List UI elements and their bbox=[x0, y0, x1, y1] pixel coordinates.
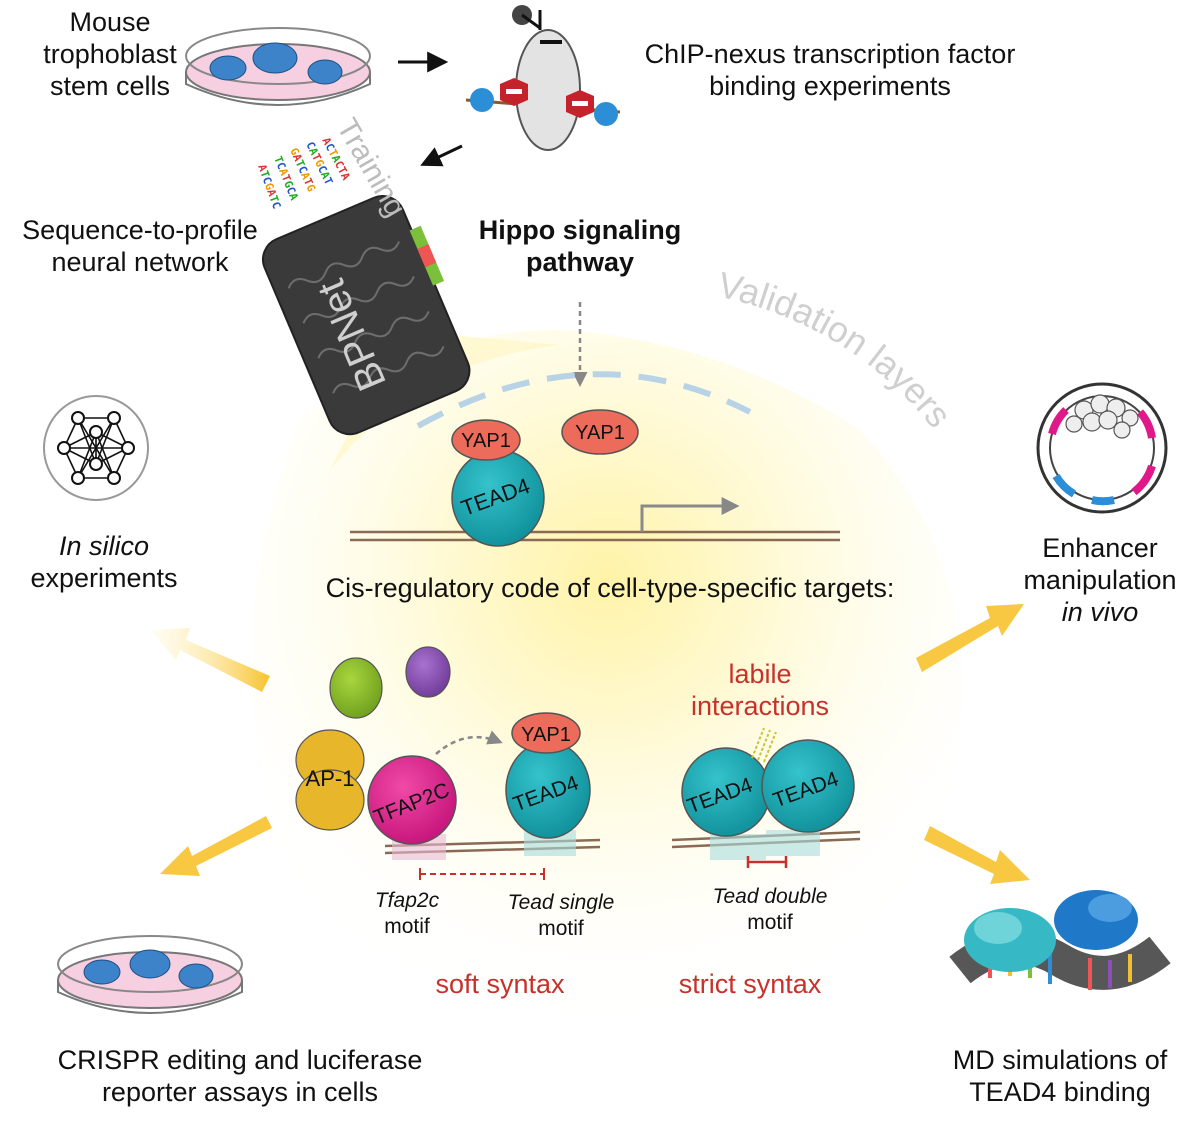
hippo-label: Hippo signaling pathway bbox=[478, 215, 682, 277]
insilico-italic: In silico bbox=[58, 531, 150, 561]
tead-double-italic: Tead double bbox=[712, 885, 828, 908]
yap1-bound bbox=[451, 419, 521, 461]
green-factor bbox=[329, 657, 383, 719]
yap1-soft-label: YAP1 bbox=[521, 724, 571, 746]
promoter-arrow bbox=[640, 497, 740, 532]
enhancer-label: Enhancer manipulation in vivo bbox=[1000, 532, 1200, 628]
tfap2c-motif-label: Tfap2c motif bbox=[352, 888, 462, 940]
bpnet-box bbox=[261, 195, 471, 436]
yap1-bound-label: YAP1 bbox=[461, 430, 511, 452]
sequence-fan: ATCGATC TCATGCA GATCATG CATGCAT ACTACTA bbox=[255, 135, 353, 210]
ap1-label: AP-1 bbox=[306, 766, 355, 791]
ap1-factor bbox=[295, 729, 365, 831]
network-label: Sequence-to-profile neural network bbox=[22, 215, 258, 277]
arrow-to-md bbox=[924, 826, 1030, 884]
crispr-label: CRISPR editing and luciferase reporter a… bbox=[57, 1045, 423, 1107]
insilico-label: In silico experiments bbox=[14, 530, 194, 594]
yap1-free bbox=[561, 409, 639, 455]
reporter-dish bbox=[57, 935, 243, 1014]
md-label: MD simulations of TEAD4 binding bbox=[952, 1045, 1168, 1107]
tead-double-motif-box-1 bbox=[710, 834, 766, 860]
soft-syntax-label: soft syntax bbox=[435, 969, 565, 999]
arrow-to-enhancer bbox=[916, 604, 1024, 672]
tfap2c-motif-italic: Tfap2c bbox=[374, 889, 440, 912]
cells-label: Mouse trophoblast stem cells bbox=[43, 7, 177, 101]
enhancer-line1: Enhancer bbox=[1042, 533, 1158, 563]
dna-strand-top bbox=[350, 530, 840, 542]
tead-double-motif-box-2 bbox=[766, 830, 820, 856]
strict-syntax-label: strict syntax bbox=[678, 969, 822, 999]
yap1-soft bbox=[511, 712, 581, 754]
labile-interaction-lines bbox=[751, 727, 777, 763]
tead-double-word: motif bbox=[747, 911, 793, 934]
enhancer-italic: in vivo bbox=[1061, 597, 1139, 627]
arrow-to-insilico bbox=[150, 628, 270, 692]
neural-network-icon bbox=[43, 395, 149, 501]
soft-spacing-bracket bbox=[419, 868, 545, 880]
tead-single-word: motif bbox=[538, 917, 584, 940]
chip-nexus-icon bbox=[465, 5, 621, 151]
tfap2c-motif-word: motif bbox=[384, 915, 430, 938]
labile-interactions-label: labile interactions bbox=[690, 659, 830, 721]
strict-spacing-bracket bbox=[746, 856, 788, 868]
tfap2c-factor bbox=[367, 755, 457, 845]
nuclear-envelope bbox=[416, 371, 752, 429]
cell-colony bbox=[209, 42, 343, 85]
stem-cell-dish bbox=[185, 27, 371, 106]
arrow-chip-to-network bbox=[420, 144, 463, 167]
cis-regulatory-label: Cis-regulatory code of cell-type-specifi… bbox=[325, 573, 895, 603]
arrow-to-crispr bbox=[160, 816, 272, 876]
enhancer-line2: manipulation bbox=[1023, 565, 1177, 595]
yap1-free-label: YAP1 bbox=[575, 422, 625, 444]
md-simulation-structure bbox=[949, 890, 1171, 990]
purple-factor bbox=[405, 646, 451, 698]
chip-label: ChIP-nexus transcription factor binding … bbox=[644, 39, 1016, 101]
tead-double-motif-label: Tead double motif bbox=[690, 884, 850, 936]
embryo-icon bbox=[1036, 382, 1168, 514]
tead4-strict-right bbox=[761, 739, 855, 833]
tead-single-motif-label: Tead single motif bbox=[486, 890, 636, 942]
insilico-word: experiments bbox=[30, 563, 178, 593]
tead-single-italic: Tead single bbox=[507, 891, 615, 914]
